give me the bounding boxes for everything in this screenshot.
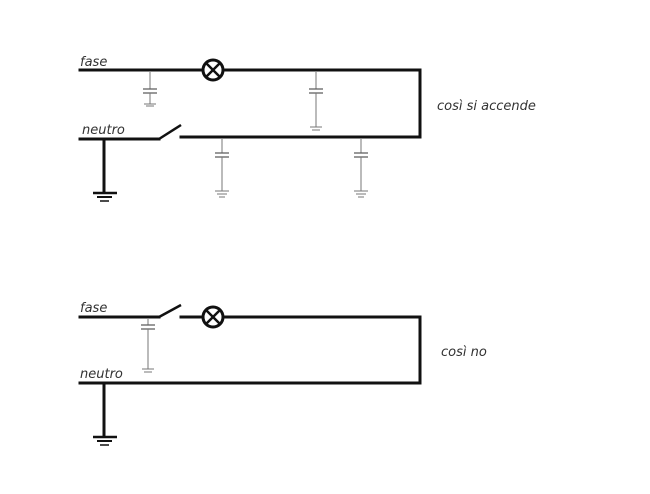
neutral-label: neutro [80,367,123,382]
ground-icon [93,137,117,202]
return-wire [78,315,422,385]
diagram-top: fase neutro così si accende [78,55,536,202]
capacitor-icon [354,139,368,198]
capacitor-icon [215,139,229,198]
caption-correct: così si accende [437,99,536,114]
capacitor-icon [141,319,155,373]
switch-icon [158,123,182,141]
capacitor-icon [143,72,157,107]
diagram-bottom: fase neutro così no [78,301,487,446]
ground-icon [93,381,117,446]
neutral-label: neutro [82,123,125,138]
phase-label: fase [80,301,107,316]
caption-wrong: così no [441,345,487,360]
return-wire [179,68,422,139]
lamp-icon [201,58,225,82]
switch-icon [158,303,182,319]
phase-label: fase [80,55,107,70]
capacitor-icon [309,72,323,131]
lamp-icon [201,305,225,329]
